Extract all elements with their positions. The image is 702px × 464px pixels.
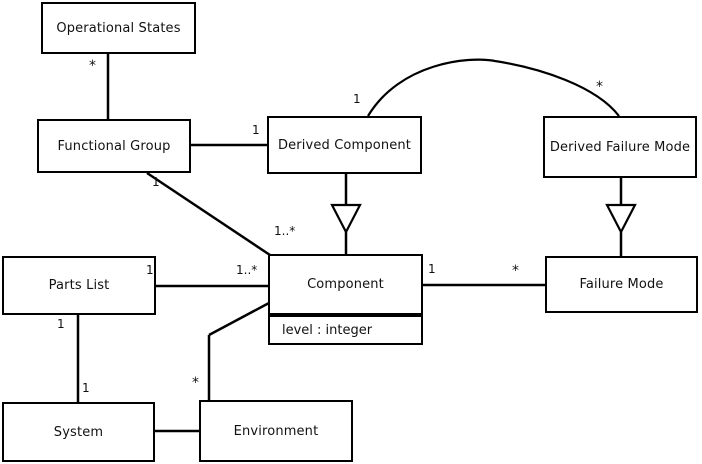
class-name-system: System [53, 424, 104, 440]
multiplicity-component-functional-group: 1..* [274, 224, 296, 238]
class-box-derived-failure-mode[interactable]: Derived Failure Mode [543, 116, 697, 178]
class-name-failure-mode: Failure Mode [579, 277, 664, 292]
multiplicity-component-failure-mode: 1 [428, 262, 436, 276]
class-box-component[interactable]: Component [268, 254, 423, 315]
class-box-failure-mode[interactable]: Failure Mode [545, 256, 698, 313]
class-name-operational-states: Operational States [56, 20, 181, 36]
class-attribute-component-level: level : integer [268, 315, 423, 345]
multiplicity-failure-mode-component: * [512, 263, 519, 279]
class-box-operational-states[interactable]: Operational States [41, 2, 196, 54]
multiplicity-environment-component: * [192, 375, 199, 391]
class-name-derived-failure-mode: Derived Failure Mode [549, 139, 691, 155]
class-box-parts-list[interactable]: Parts List [2, 256, 156, 315]
multiplicity-functional-group-component: 1 [152, 175, 160, 189]
class-box-functional-group[interactable]: Functional Group [37, 119, 191, 173]
multiplicity-functional-group-derived-component: 1 [252, 123, 260, 137]
multiplicity-parts-list-system: 1 [57, 317, 65, 331]
multiplicity-derived-component-arc: 1 [353, 92, 361, 106]
class-box-derived-component[interactable]: Derived Component [267, 116, 422, 174]
class-box-environment[interactable]: Environment [199, 400, 353, 462]
generalization-triangle-derived-failure-mode [605, 203, 637, 235]
connector-derived-component-derived-failure-mode [367, 58, 620, 117]
multiplicity-parts-list-component: 1 [146, 263, 154, 277]
class-name-environment: Environment [233, 423, 319, 439]
multiplicity-system-parts-list: 1 [82, 381, 90, 395]
class-name-functional-group: Functional Group [57, 138, 171, 154]
generalization-triangle-derived-component [330, 203, 362, 235]
class-name-component: Component [307, 277, 384, 292]
class-box-system[interactable]: System [2, 402, 155, 462]
attribute-text-level: level : integer [282, 322, 373, 338]
class-name-parts-list: Parts List [48, 278, 110, 293]
class-name-derived-component: Derived Component [277, 137, 412, 153]
connector-functional-group-component [146, 171, 271, 257]
multiplicity-derived-failure-mode-arc: * [596, 79, 603, 95]
connector-environment-component-diagonal [208, 301, 270, 337]
multiplicity-component-parts-list: 1..* [236, 263, 258, 277]
multiplicity-operational-states-functional-group: * [89, 58, 96, 74]
